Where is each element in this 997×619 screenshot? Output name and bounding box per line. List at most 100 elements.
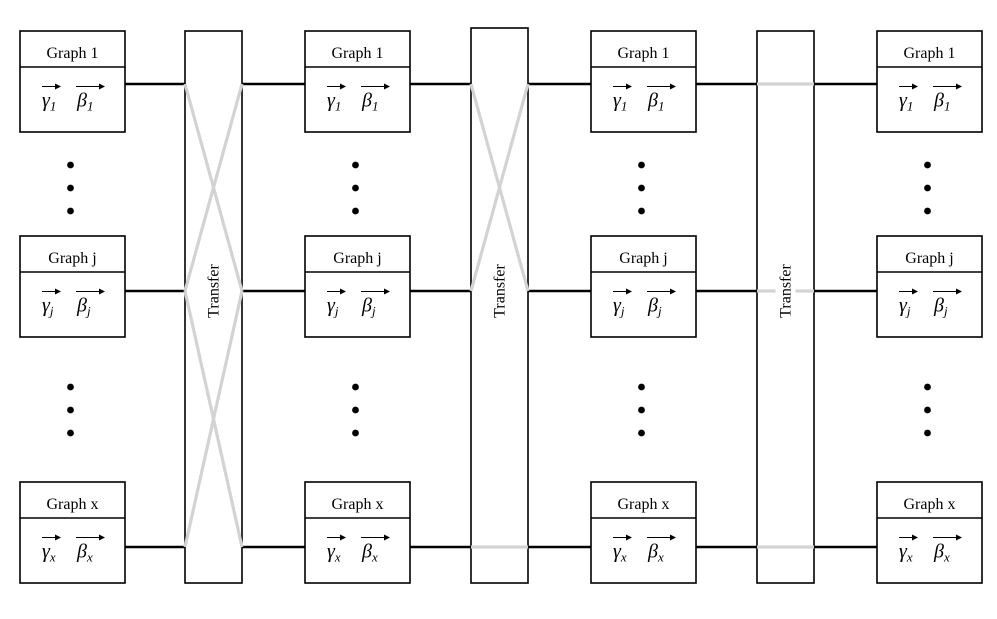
vector-arrowhead (384, 288, 390, 295)
ellipsis-dot (924, 383, 931, 391)
gamma-param: γx (327, 541, 341, 565)
beta-subscript: x (86, 550, 93, 565)
gamma-symbol: γ (613, 541, 622, 563)
gamma-subscript: 1 (621, 99, 628, 114)
beta-param: β1 (647, 90, 664, 114)
ellipsis-dot (352, 207, 359, 215)
graph-box-frame (876, 481, 983, 584)
gamma-symbol: γ (327, 295, 336, 317)
transfer-label: Transfer (492, 264, 509, 318)
gamma-param: γ1 (613, 90, 627, 114)
ellipsis-dot (924, 161, 931, 169)
beta-param: βx (76, 541, 93, 565)
ellipsis-dot (352, 184, 359, 192)
transfer-label-backing (489, 253, 510, 329)
graph-title: Graph x (47, 496, 99, 513)
gamma-subscript: x (906, 550, 913, 565)
ellipsis-dot (352, 429, 359, 437)
gamma-param: γ1 (899, 90, 913, 114)
transfer-label-backing (203, 253, 224, 329)
beta-symbol: β (361, 295, 372, 317)
beta-subscript: j (656, 304, 662, 319)
graph-box-frame (19, 30, 126, 133)
ellipsis-dot (924, 184, 931, 192)
vector-arrowhead (99, 288, 105, 295)
gamma-param: γ1 (327, 90, 341, 114)
beta-subscript: 1 (944, 99, 951, 114)
gamma-param: γx (42, 541, 56, 565)
vector-arrowhead (626, 83, 632, 90)
beta-param: βx (361, 541, 378, 565)
gamma-subscript: j (619, 304, 625, 319)
graph-title: Graph x (904, 496, 956, 513)
beta-symbol: β (76, 90, 87, 112)
ellipsis-dot (924, 406, 931, 414)
beta-symbol: β (933, 90, 944, 112)
beta-subscript: 1 (87, 99, 94, 114)
beta-subscript: 1 (658, 99, 665, 114)
ellipsis-dot (638, 429, 645, 437)
beta-symbol: β (647, 90, 658, 112)
gamma-symbol: γ (613, 90, 622, 112)
ellipsis-dot (924, 429, 931, 437)
graph-title: Graph j (619, 250, 667, 267)
vector-arrowhead (55, 288, 61, 295)
gamma-param: γx (899, 541, 913, 565)
vector-arrowhead (626, 288, 632, 295)
graph-title: Graph 1 (47, 45, 99, 62)
beta-symbol: β (647, 295, 658, 317)
graph-title: Graph j (48, 250, 96, 267)
ellipsis-dot (67, 207, 74, 215)
ellipsis-dot (638, 383, 645, 391)
graph-box-frame (590, 481, 697, 584)
beta-param: βx (647, 541, 664, 565)
graph-title: Graph j (905, 250, 953, 267)
graph-title: Graph x (618, 496, 670, 513)
vector-arrowhead (384, 534, 390, 541)
vector-arrowhead (912, 534, 918, 541)
graph-title: Graph x (332, 496, 384, 513)
gamma-symbol: γ (613, 295, 622, 317)
gamma-symbol: γ (899, 541, 908, 563)
gamma-subscript: j (905, 304, 911, 319)
gamma-param: γj (327, 295, 339, 319)
beta-symbol: β (933, 541, 944, 563)
gamma-subscript: 1 (50, 99, 57, 114)
gamma-symbol: γ (327, 541, 336, 563)
ellipsis-dot (638, 406, 645, 414)
transfer-route-line (183, 83, 244, 292)
vector-arrowhead (99, 83, 105, 90)
vector-arrowhead (384, 83, 390, 90)
ellipsis-dot (67, 383, 74, 391)
gamma-symbol: γ (42, 295, 51, 317)
beta-param: βx (933, 541, 950, 565)
beta-symbol: β (361, 541, 372, 563)
gamma-param: γj (613, 295, 625, 319)
gamma-symbol: γ (899, 295, 908, 317)
graph-box-frame (19, 235, 126, 338)
ellipsis-dot (638, 207, 645, 215)
graph-box-frame (304, 30, 411, 133)
gamma-subscript: x (620, 550, 627, 565)
graph-box-frame (19, 481, 126, 584)
graph-box-frame (590, 235, 697, 338)
beta-param: β1 (361, 90, 378, 114)
gamma-subscript: x (49, 550, 56, 565)
beta-subscript: x (943, 550, 950, 565)
ellipsis-dot (67, 161, 74, 169)
graph-box-frame (304, 481, 411, 584)
gamma-symbol: γ (327, 90, 336, 112)
graph-title: Graph j (333, 250, 381, 267)
ellipsis-dot (67, 406, 74, 414)
gamma-param: γx (613, 541, 627, 565)
